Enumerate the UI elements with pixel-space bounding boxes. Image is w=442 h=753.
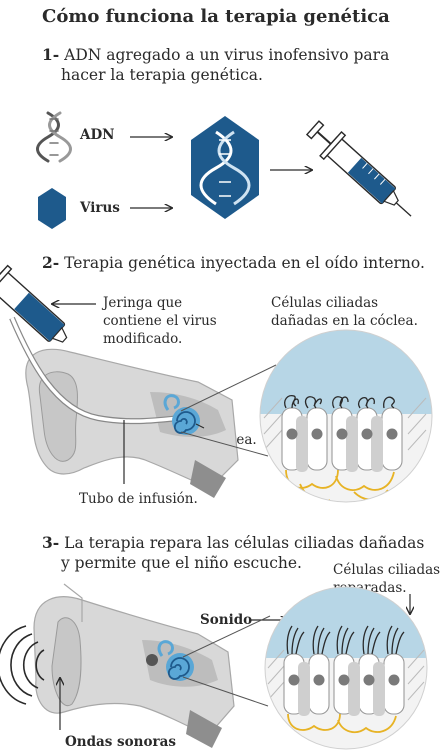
syringe-label-line3: modificado. <box>103 331 183 347</box>
sound-label: Sonido <box>200 612 253 628</box>
zoom-line-bottom <box>180 431 269 457</box>
zoom-line-top-2 <box>182 615 271 658</box>
syringe-2-icon <box>0 264 68 343</box>
step-2-number: 2- <box>42 253 60 272</box>
zoom-line-bottom-2 <box>182 676 269 707</box>
zoom-circle-2 <box>264 586 428 750</box>
dna-icon <box>36 111 72 163</box>
damaged-cells-label-line2: dañadas en la cóclea. <box>271 313 418 329</box>
dna-label: ADN <box>80 127 115 143</box>
zoom-circle-1 <box>259 329 433 503</box>
step-2: 2- Terapia genética inyectada en el oído… <box>42 252 425 274</box>
virus-with-dna-icon <box>191 116 259 219</box>
step-1: 1- ADN agregado a un virus inofensivo pa… <box>42 44 389 66</box>
repaired-cells-label-line1: Células ciliadas <box>333 562 441 578</box>
hair-cells-icon <box>260 330 432 502</box>
step-1-text-line1: ADN agregado a un virus inofensivo para <box>64 46 390 64</box>
step-1-number: 1- <box>42 45 60 64</box>
step-3-text-line2: y permite que el niño escuche. <box>61 554 302 572</box>
sound-waves-label: Ondas sonoras <box>65 734 176 750</box>
step-1-text-line2: hacer la terapia genética. <box>61 66 263 84</box>
sound-waves-icon <box>0 625 45 705</box>
virus-icon <box>38 188 66 229</box>
repaired-hair-cells-icon <box>265 587 427 749</box>
cochlea-callout <box>195 423 205 429</box>
ear-2-icon <box>33 583 235 748</box>
page-title: Cómo funciona la terapia genética <box>42 6 390 27</box>
zoom-line-top <box>180 364 277 412</box>
damaged-cells-label-line1: Células ciliadas <box>271 295 379 311</box>
step-2-text: Terapia genética inyectada en el oído in… <box>64 254 425 272</box>
step-3-text-line1: La terapia repara las células ciliadas d… <box>64 534 425 552</box>
tube-label: Tubo de infusión. <box>79 491 198 507</box>
cochlea-icon <box>163 394 200 435</box>
step-3: 3- La terapia repara las células ciliada… <box>42 532 424 554</box>
syringe-icon <box>305 120 412 217</box>
virus-label: Virus <box>80 200 120 216</box>
cochlea-2-icon <box>146 640 194 681</box>
syringe-label-line2: contiene el virus <box>103 313 217 329</box>
infusion-tube <box>10 317 181 423</box>
step-3-number: 3- <box>42 533 60 552</box>
syringe-label-line1: Jeringa que <box>103 295 183 311</box>
